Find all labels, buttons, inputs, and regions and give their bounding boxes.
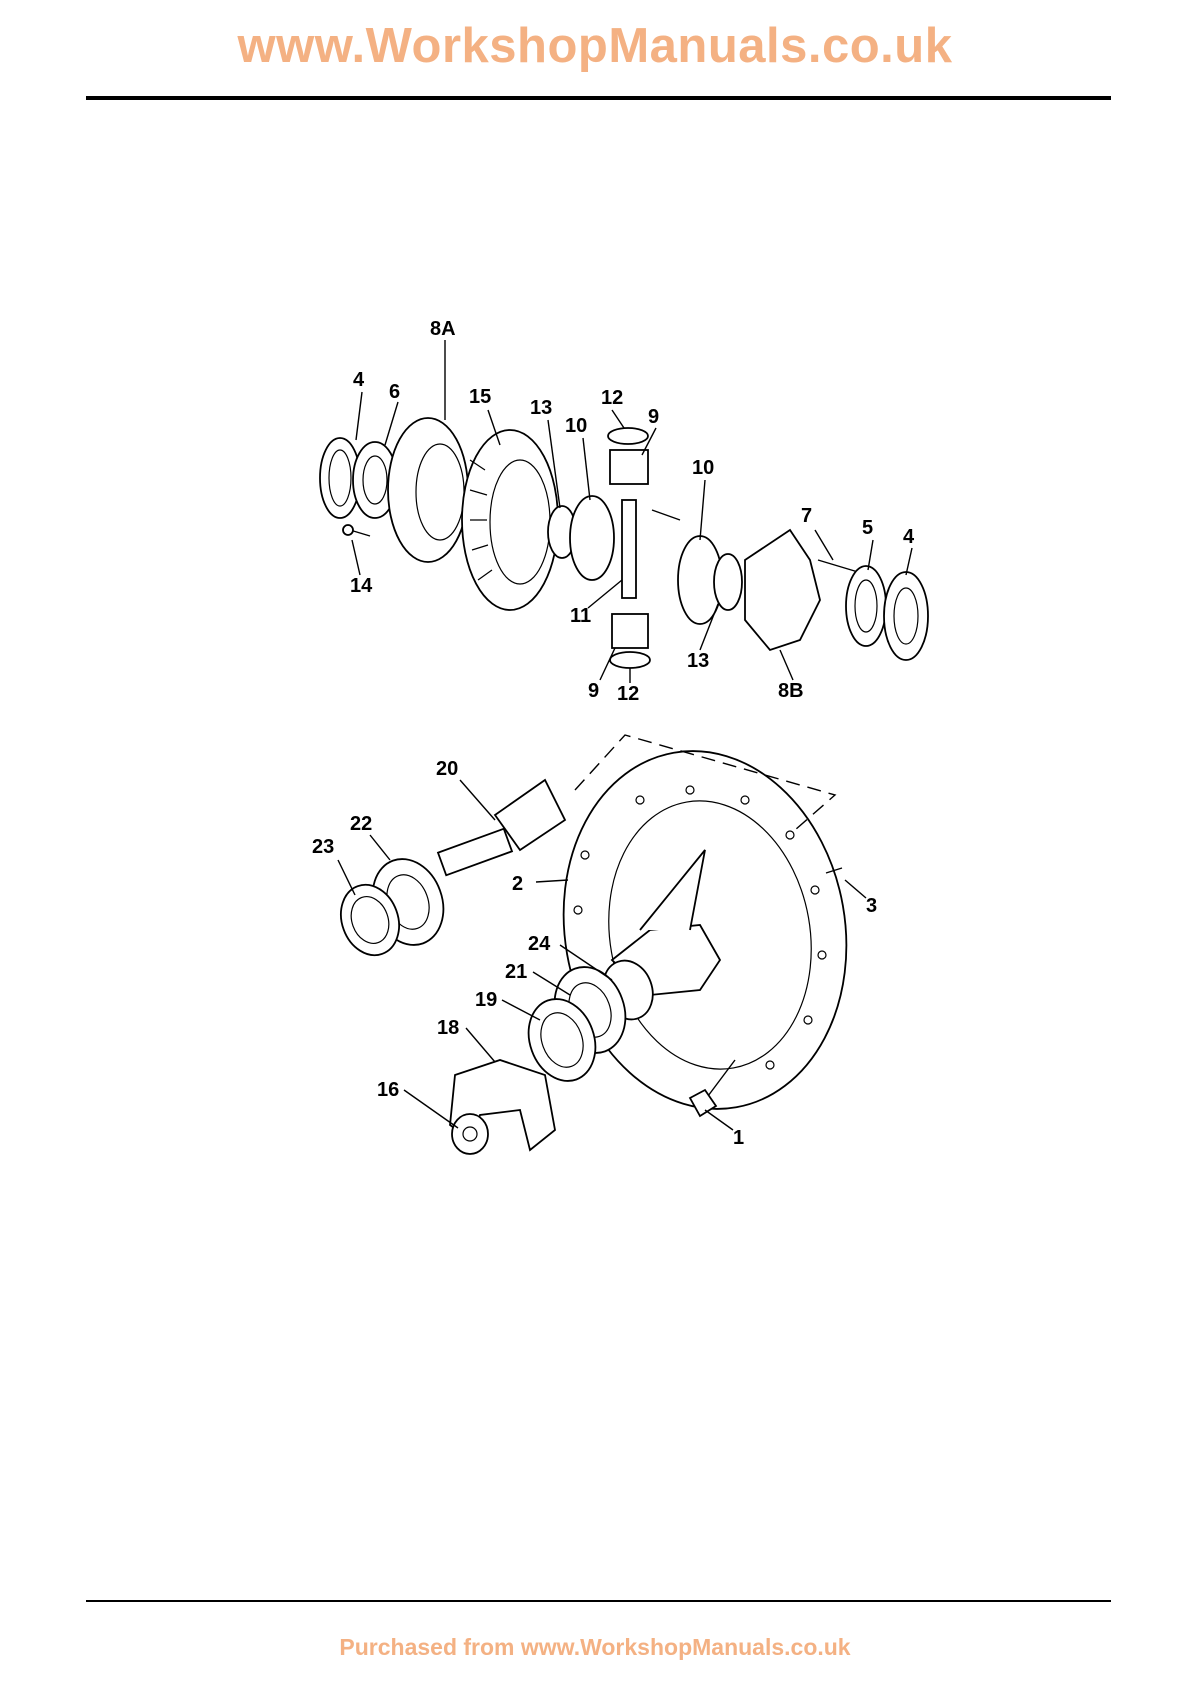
callout-21: 21 <box>505 961 527 983</box>
callout-8a: 8A <box>430 318 456 340</box>
callout-4-left: 4 <box>353 369 365 391</box>
callout-12-lower: 12 <box>617 683 639 705</box>
pinion-housing-assembly <box>331 728 874 1154</box>
differential-assembly <box>320 418 928 668</box>
callout-19: 19 <box>475 989 497 1011</box>
callout-6: 6 <box>389 381 400 403</box>
callout-9-upper: 9 <box>648 406 659 428</box>
callout-20: 20 <box>436 758 458 780</box>
callout-23: 23 <box>312 836 334 858</box>
callout-15: 15 <box>469 386 491 408</box>
callout-24: 24 <box>528 933 551 955</box>
callout-18: 18 <box>437 1017 459 1039</box>
callout-12-upper: 12 <box>601 387 623 409</box>
callout-1: 1 <box>733 1127 744 1149</box>
callout-2: 2 <box>512 873 523 895</box>
callout-22: 22 <box>350 813 372 835</box>
callout-8b: 8B <box>778 680 804 702</box>
callout-13-upper: 13 <box>530 397 552 419</box>
callout-10-left: 10 <box>565 415 587 437</box>
callout-9-lower: 9 <box>588 680 599 702</box>
footer-purchase-text: Purchased from www.WorkshopManuals.co.uk <box>0 1634 1190 1661</box>
callout-3: 3 <box>866 895 877 917</box>
callout-11: 11 <box>570 605 591 627</box>
callout-13-lower: 13 <box>687 650 709 672</box>
callout-10-right: 10 <box>692 457 714 479</box>
callout-4-right: 4 <box>903 526 915 548</box>
callout-16: 16 <box>377 1079 399 1101</box>
callout-7: 7 <box>801 505 812 527</box>
callout-5: 5 <box>862 517 873 539</box>
footer-rule <box>86 1600 1111 1602</box>
callout-14: 14 <box>350 575 373 597</box>
